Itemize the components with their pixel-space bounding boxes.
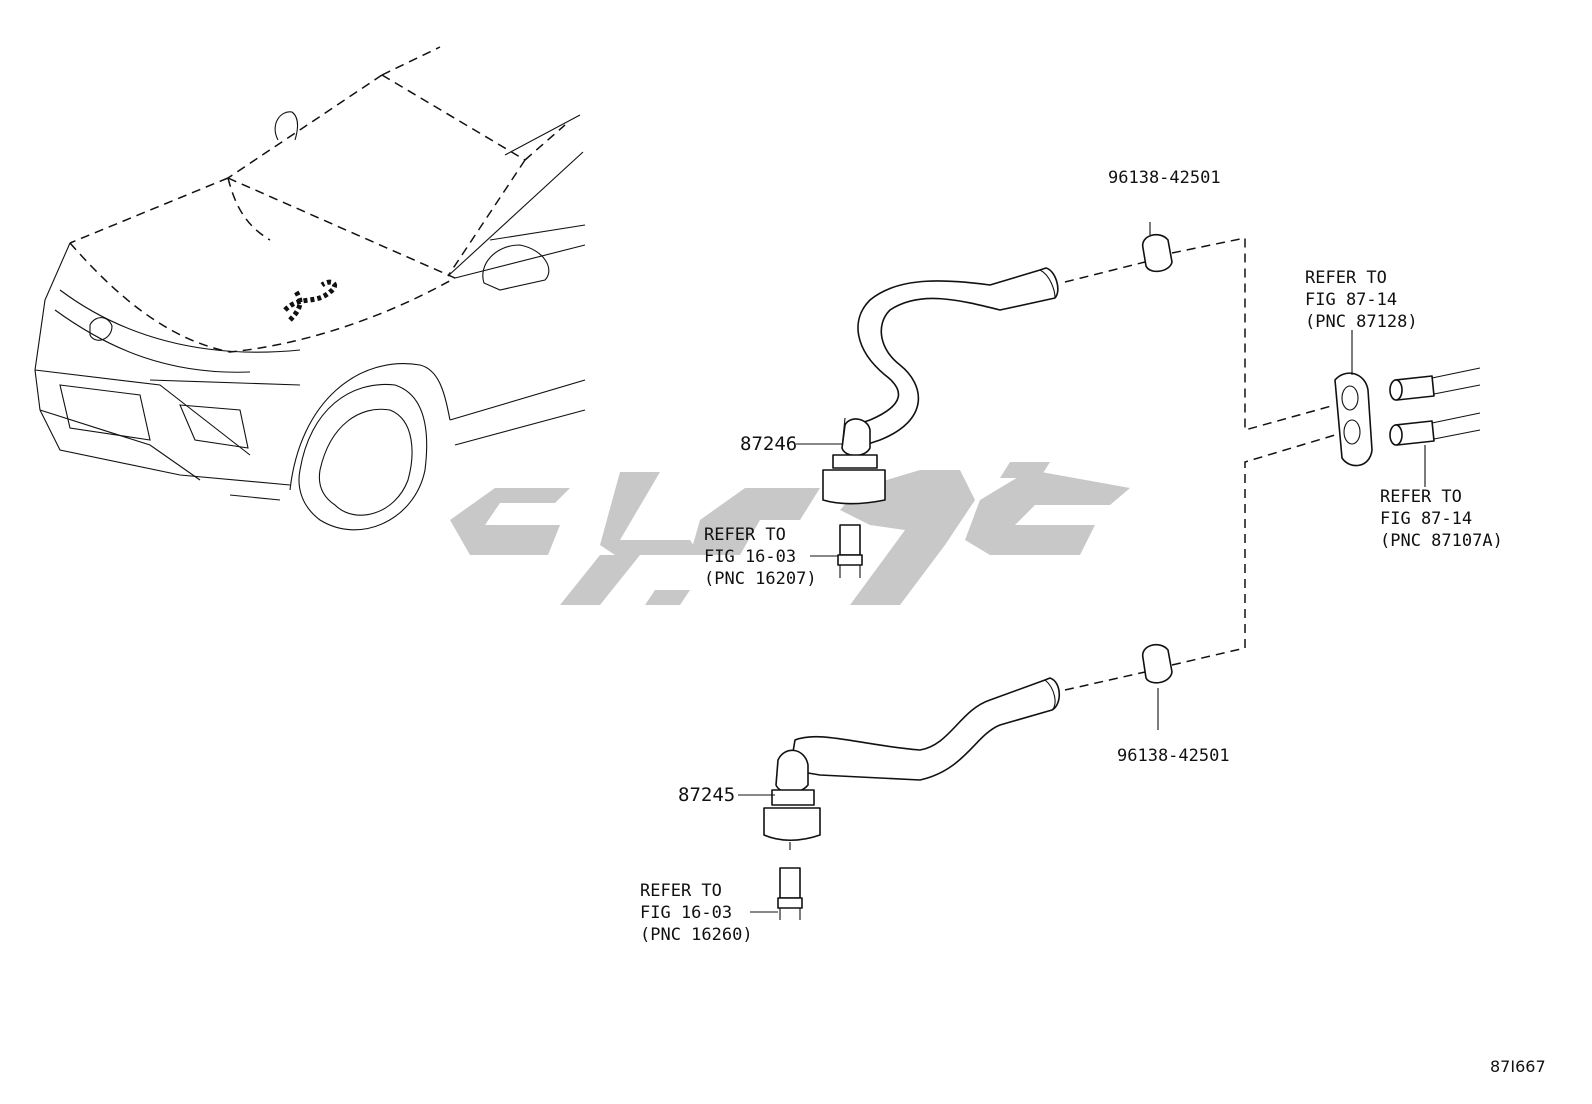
ref-87107a-line2: FIG 87-14	[1380, 509, 1472, 529]
joint-pipes-87107a	[1389, 367, 1481, 487]
ref-87128-line3: (PNC 87128)	[1305, 312, 1418, 332]
joint-pipe-16207	[837, 524, 863, 578]
watermark-logo	[450, 462, 1130, 605]
ref-87128-line1: REFER TO	[1305, 268, 1387, 288]
clamp-lower	[1142, 643, 1173, 730]
label-clamp-upper: 96138-42501	[1108, 168, 1221, 188]
ref-16207-line2: FIG 16-03	[704, 547, 796, 567]
joint-pipe-16260	[777, 867, 803, 920]
hose-87246	[822, 267, 1059, 505]
label-clamp-lower: 96138-42501	[1117, 746, 1230, 766]
vehicle-illustration	[34, 46, 586, 531]
ref-87107a-line3: (PNC 87107A)	[1380, 531, 1503, 551]
label-87245: 87245	[678, 784, 735, 806]
ref-87128-line2: FIG 87-14	[1305, 290, 1397, 310]
ref-16207-line1: REFER TO	[704, 525, 786, 545]
routing-lines	[1064, 237, 1336, 691]
hose-87245	[763, 677, 1061, 850]
grommet-87128	[1334, 330, 1373, 467]
ref-16260-line3: (PNC 16260)	[640, 925, 753, 945]
clamp-upper	[1142, 222, 1173, 273]
ref-16207-line3: (PNC 16207)	[704, 569, 817, 589]
ref-16260-line2: FIG 16-03	[640, 903, 732, 923]
ref-16260-line1: REFER TO	[640, 881, 722, 901]
ref-87107a-line1: REFER TO	[1380, 487, 1462, 507]
label-87246: 87246	[740, 433, 797, 455]
leader-lines	[738, 443, 843, 913]
figure-code: 87I667	[1490, 1057, 1546, 1076]
